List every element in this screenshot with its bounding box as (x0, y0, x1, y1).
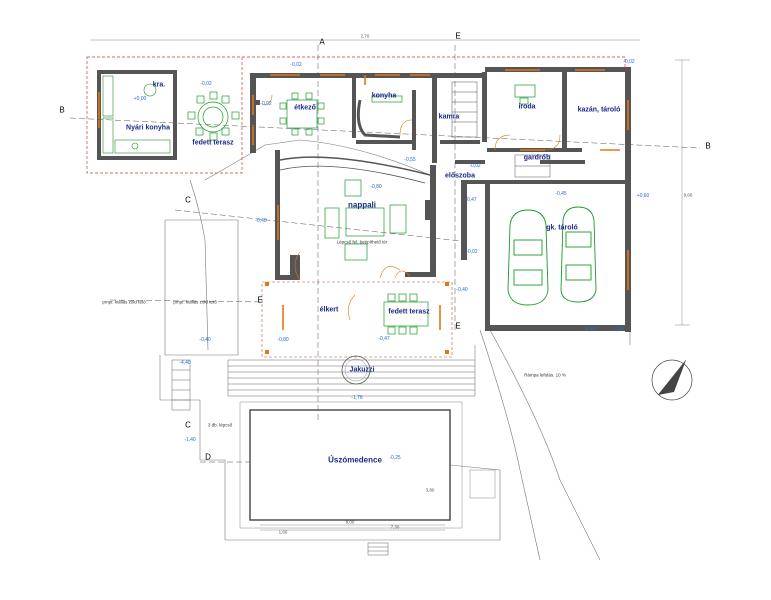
section-mark: E (455, 31, 461, 41)
level-label: -0,02 (290, 62, 302, 68)
pool-deck (239, 401, 463, 529)
curved-stair (279, 156, 431, 176)
room-uszomedence: Úszómedence (328, 455, 382, 465)
level-label: -0,02 (260, 101, 272, 107)
terrace-slab (261, 281, 453, 358)
house-walls (250, 67, 631, 332)
level-label: -0,02 (200, 81, 212, 87)
section-mark: C (185, 420, 191, 430)
site-outline (159, 139, 631, 561)
room-etkezo: étkező (294, 104, 316, 112)
ramp-note: Rámpa lefutás. 10 % (524, 372, 566, 378)
room-gk-tarolo: gk. tároló (546, 224, 578, 232)
level-label: -0,80 (277, 337, 289, 343)
level-label: +0,60 (636, 193, 650, 199)
dimension-label: 8,00 (345, 519, 355, 525)
nappali-subnote: Lépcső fel. beépíthető tér (336, 239, 388, 245)
dimension-label: 7,30 (390, 524, 400, 530)
dimension-label: 2,70 (360, 33, 370, 39)
section-mark: E (455, 321, 461, 331)
level-label: +0,00 (133, 96, 147, 102)
furniture (187, 84, 536, 335)
level-label: -4,40 (179, 360, 191, 366)
dimension-label: 9,66 (683, 192, 693, 198)
level-label: -0,55 (404, 157, 416, 163)
room-kamra: kamra (438, 113, 460, 121)
dimension-lines (90, 39, 690, 531)
level-label: -0,40 (456, 287, 468, 293)
section-mark: C (185, 195, 191, 205)
gardrob-shelves (514, 154, 551, 178)
level-label: -0,02 (469, 163, 481, 169)
kamra-stairs (451, 81, 478, 138)
cars (507, 206, 597, 306)
room-kra: kra. (152, 81, 166, 89)
level-label: -0,40 (199, 337, 211, 343)
level-label: -0,47 (465, 197, 477, 203)
pool-equipment (469, 469, 496, 499)
section-mark: D (205, 452, 211, 462)
level-label: -0,80 (370, 184, 382, 190)
room-nappali: nappali (347, 200, 377, 210)
room-eloszoba: előszoba (445, 172, 475, 180)
room-nyari-konyha: Nyári konyha (126, 124, 170, 132)
level-label: -0,47 (378, 336, 390, 342)
curved-stair-inner (279, 165, 426, 184)
summer-kitchen-fixtures (102, 75, 171, 154)
site-boundary (86, 56, 626, 174)
room-kazan-tarolo: kazán, tároló (577, 106, 621, 114)
jacuzzi-tub (341, 355, 371, 385)
pergola-note: pmpr. kiállás zöld tető (173, 299, 217, 305)
swimming-pool (249, 409, 451, 521)
room-jakuzzi: Jakuzzi (349, 366, 375, 374)
level-label: -0,47 (584, 327, 596, 333)
room-konyha: konyha (371, 92, 397, 100)
section-lines (69, 45, 701, 463)
level-label: -0,40 (255, 218, 267, 224)
level-label: -0,45 (555, 191, 567, 197)
level-label: -0,25 (389, 455, 401, 461)
level-label: -0,02 (623, 59, 635, 65)
room-fedett-terasz-2: fedett terasz (388, 308, 430, 316)
pergola-note: pmpr. kiállás zöld tető (102, 299, 146, 305)
room-elkert: élkert (319, 306, 339, 314)
deck-steps (171, 345, 476, 556)
section-mark: E (257, 295, 263, 305)
openings (98, 69, 629, 330)
section-mark: A (319, 37, 325, 47)
north-arrow (651, 359, 693, 401)
terrace-pillars (265, 282, 449, 354)
section-mark: B (59, 105, 65, 115)
room-iroda: iroda (518, 103, 536, 111)
kitchen-curved-counter (356, 99, 401, 139)
door-swings (261, 94, 561, 321)
level-label: -0,47 (612, 327, 624, 333)
jacuzzi-inner (344, 358, 368, 382)
steps-note: 3 db. lépcső (207, 422, 233, 428)
room-gardrob: gardrób (523, 154, 551, 162)
level-label: -0,02 (466, 249, 478, 255)
level-label: -1,76 (351, 395, 363, 401)
section-mark: B (705, 141, 711, 151)
dimension-label: 1,60 (278, 529, 288, 535)
dimension-label: 3,80 (425, 487, 435, 493)
room-fedett-terasz-1: fedett terasz (192, 139, 234, 147)
level-label: -1,40 (184, 437, 196, 443)
